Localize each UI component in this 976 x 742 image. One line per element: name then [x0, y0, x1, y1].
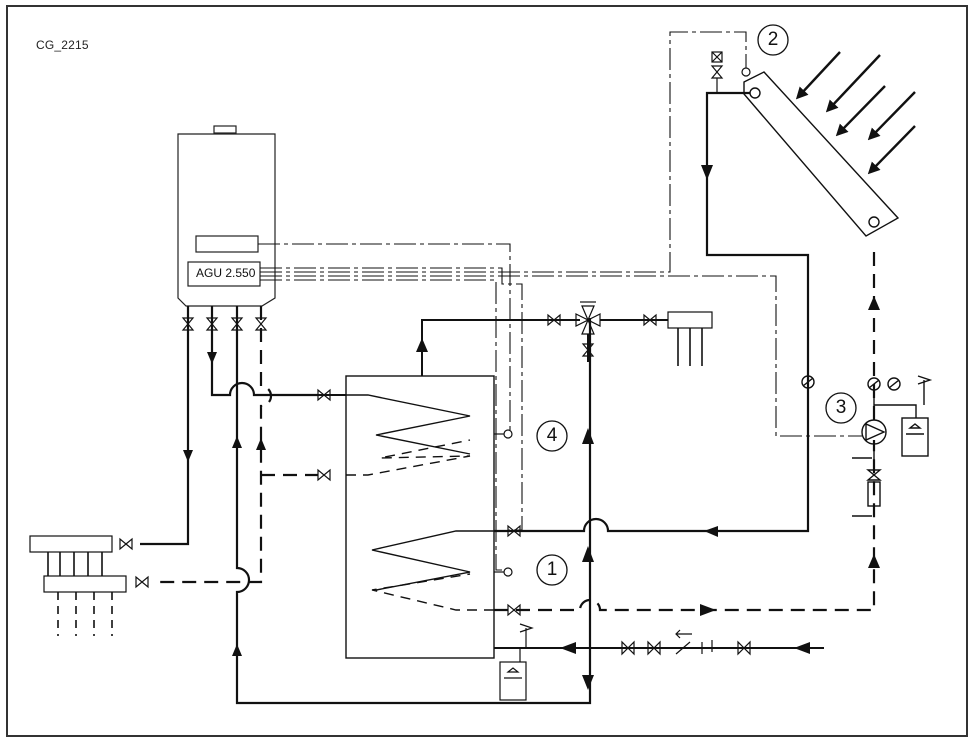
- collector-air-vent: [710, 51, 724, 93]
- drawing-reference-id: CG_2215: [36, 38, 89, 52]
- solar-heat-exchanger-coil: [371, 530, 494, 591]
- boiler-outlet-valves: [181, 317, 268, 331]
- heating-flow-arrow: [183, 450, 193, 462]
- solar-dashed-valve: [507, 603, 521, 617]
- upper-coil-dashed: [346, 439, 471, 476]
- dhw-mixing-valve: [575, 301, 601, 335]
- callout-number-3: 3: [835, 397, 847, 418]
- tank-inlet-arrow: [560, 642, 576, 654]
- collector-sensor: [741, 67, 751, 77]
- heating-manifold-upper: [29, 535, 113, 553]
- return-arrow-2: [232, 644, 242, 656]
- dhw-flow-arrow: [207, 352, 217, 364]
- solar-up-arrow-2: [868, 296, 880, 310]
- cold-inlet-fittings: [621, 629, 751, 656]
- solar-coil-dashed: [371, 573, 494, 611]
- solar-return-dashed: [494, 246, 876, 612]
- hot-outlet-arrow: [416, 338, 428, 352]
- controller-module-box: [187, 261, 261, 287]
- cold-up-arrow-2: [582, 546, 594, 562]
- sun-rays: [795, 51, 916, 175]
- mixing-valve-right-valve: [643, 313, 657, 327]
- cold-inlet-arrow: [794, 642, 810, 654]
- control-wiring: [258, 31, 862, 571]
- callout-number-2: 2: [767, 29, 779, 50]
- dhw-taps: [677, 328, 703, 366]
- manifold-valve-lower: [135, 575, 149, 589]
- solar-coil-valve: [507, 524, 521, 538]
- underfloor-loops-dashed: [57, 592, 113, 636]
- dhw-manifold: [667, 311, 713, 329]
- underfloor-loops: [47, 552, 103, 576]
- cold-up-arrow-1: [582, 428, 594, 444]
- solar-up-arrow-1: [868, 554, 880, 568]
- frame-border: [6, 5, 968, 737]
- dashed-return-arrow: [256, 438, 266, 450]
- solar-down-arrow: [701, 165, 713, 180]
- solar-flow-pipe: [494, 91, 810, 533]
- mixing-valve-left-valve: [547, 313, 561, 327]
- tank-sensors: [494, 429, 513, 577]
- upper-heat-exchanger-coil: [346, 394, 471, 455]
- callout-number-4: 4: [546, 425, 558, 446]
- heating-manifold-lower: [43, 575, 127, 593]
- heating-dashed-circuit: [160, 306, 318, 584]
- manifold-valve-upper: [119, 537, 133, 551]
- callout-number-1: 1: [546, 559, 558, 580]
- solar-return-arrow: [704, 526, 718, 537]
- heating-return-pipe: [235, 306, 592, 705]
- cold-down-arrow: [582, 675, 594, 690]
- storage-tank: [345, 375, 495, 659]
- dhw-distribution-pipe: [587, 319, 668, 362]
- tank-expansion-vessel: [499, 623, 534, 701]
- solar-pump-station: [801, 375, 933, 517]
- tank-pipes: [254, 319, 580, 396]
- dashed-coil-valve: [317, 468, 331, 482]
- solar-return-arrow-h: [700, 604, 716, 616]
- heating-flow-pipe: [140, 306, 318, 546]
- boiler-display-panel: [195, 235, 259, 253]
- controller-label: AGU 2.550: [196, 266, 256, 280]
- mixing-valve-down-valve: [581, 343, 595, 357]
- upper-coil-valve: [317, 388, 331, 402]
- return-arrow-1: [232, 436, 242, 448]
